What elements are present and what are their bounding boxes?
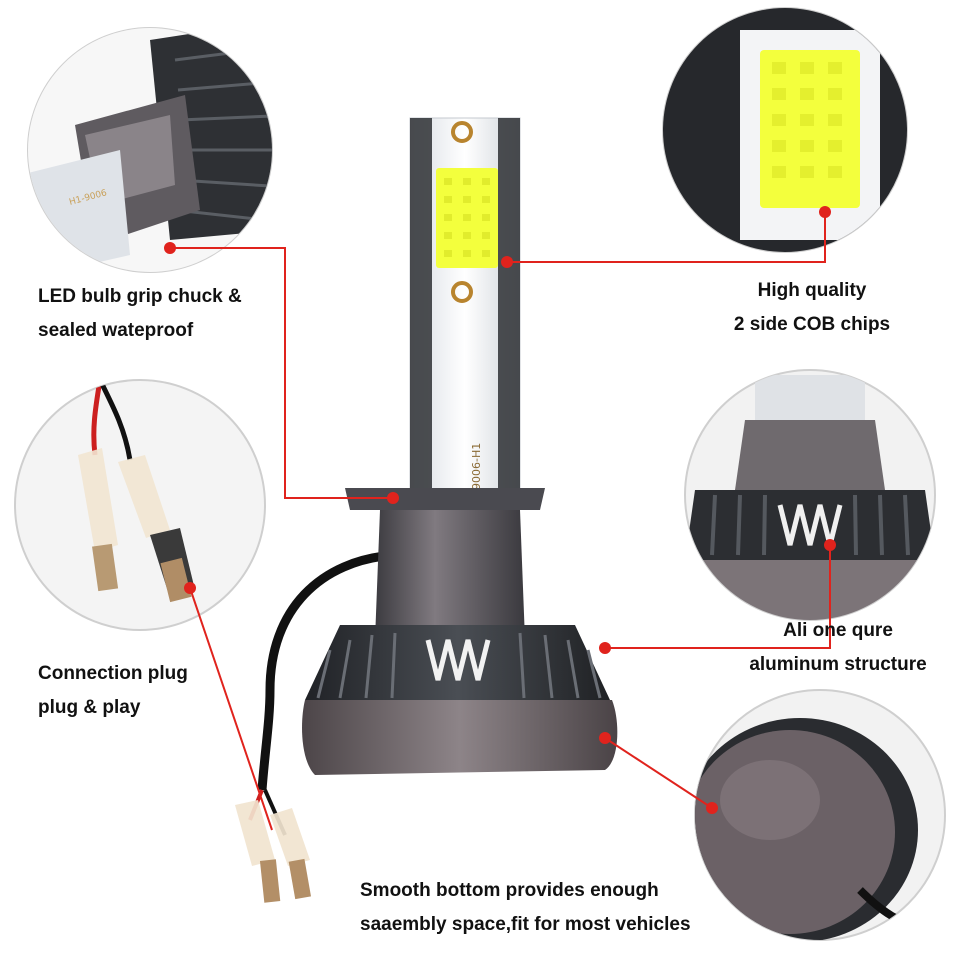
led-bulb: 9006-H1 [235, 117, 618, 903]
label-cob-chips-line1: High quality [757, 280, 867, 301]
bulb-marking: 9006-H1 [470, 443, 483, 490]
label-aluminum-line1: Ali one qure [783, 620, 893, 641]
detail-circle-aluminum [684, 369, 936, 621]
label-bottom: Smooth bottom provides enough saaembly s… [360, 874, 691, 942]
label-connection-line1: Connection plug [38, 663, 188, 684]
label-cob-chips: High quality 2 side COB chips [722, 274, 902, 342]
label-connection-line2: plug & play [38, 697, 141, 718]
callout-dots [164, 206, 836, 814]
label-aluminum-line2: aluminum structure [749, 654, 927, 675]
label-grip-chuck-line1: LED bulb grip chuck & [38, 286, 242, 307]
label-aluminum: Ali one qure aluminum structure [738, 614, 938, 682]
label-connection: Connection plug plug & play [38, 657, 188, 725]
label-grip-chuck-line2: sealed wateproof [38, 320, 194, 341]
detail-circle-connection-plug [14, 379, 266, 631]
label-bottom-line2: saaembly space,fit for most vehicles [360, 914, 691, 935]
detail-circle-cob-chips [662, 7, 908, 253]
label-cob-chips-line2: 2 side COB chips [733, 314, 891, 335]
callout-lines [170, 212, 831, 831]
detail-circle-bottom [694, 689, 946, 941]
detail-circle-grip-chuck: H1-9006 [27, 27, 273, 273]
label-grip-chuck: LED bulb grip chuck & sealed wateproof [38, 280, 242, 348]
label-bottom-line1: Smooth bottom provides enough [360, 880, 659, 901]
